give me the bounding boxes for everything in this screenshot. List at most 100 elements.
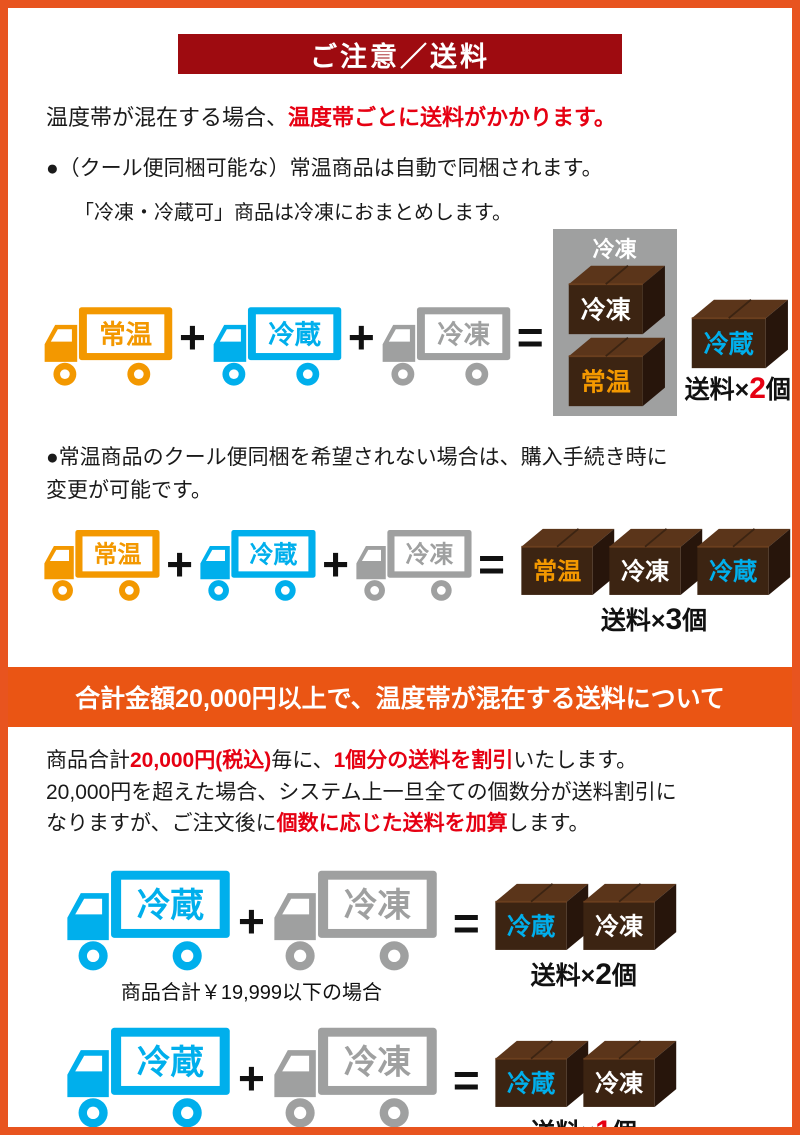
bullet-opt-out-line2: 変更が可能です。: [46, 478, 212, 502]
truck-chilled-icon: 冷蔵: [213, 307, 342, 386]
diagram-separate-shipping: 常温 + 冷蔵 + 冷凍 =: [42, 521, 792, 637]
bullet-opt-out-line1: ●常温商品のクール便同梱を希望されない場合は、購入手続き時に: [46, 446, 668, 469]
equals-icon: =: [452, 896, 480, 949]
shipping-prefix: 送料×: [684, 376, 750, 404]
box-chilled-icon: 冷蔵: [697, 528, 791, 596]
intro-highlight: 温度帯ごとに送料がかかります。: [288, 105, 616, 130]
box-frozen-icon: 冷凍: [583, 1039, 676, 1107]
box-normal-temp-icon: 常温: [521, 528, 615, 596]
page-title-bar: ご注意／送料: [178, 34, 622, 74]
result-discounted-shipment: 冷蔵 冷凍 送料×1個 ※1個分のみ送料割引: [490, 1037, 678, 1135]
shipping-count: 2: [749, 372, 766, 405]
equals-icon: =: [452, 1053, 480, 1106]
bullet-opt-out: ●常温商品のクール便同梱を希望されない場合は、購入手続き時に 変更が可能です。: [46, 442, 754, 507]
truck-label: 冷蔵: [137, 886, 205, 924]
box-label: 冷凍: [580, 295, 630, 324]
shipping-suffix: 個: [611, 1118, 637, 1135]
section-banner: 合計金額20,000円以上で、温度帯が混在する送料について: [8, 667, 792, 728]
truck-frozen-icon: 冷凍: [274, 870, 437, 970]
plus-icon: +: [238, 1051, 265, 1104]
plus-icon: +: [347, 311, 375, 363]
result-two-shipments: 冷蔵 冷凍 送料×2個: [490, 880, 678, 992]
page-title: ご注意／送料: [310, 41, 490, 72]
bullet-auto-consolidation: ●（クール便同梱可能な）常温商品は自動で同梱されます。: [46, 157, 603, 180]
truck-group: 冷蔵 + 冷凍 商品合計￥20,000〜￥39,999の場合: [64, 1023, 439, 1127]
box-label: 冷蔵: [507, 1069, 555, 1097]
truck-label: 常温: [94, 542, 142, 569]
box-label: 冷凍: [595, 912, 644, 940]
shipping-prefix: 送料×: [530, 961, 596, 990]
box-frozen-icon: 冷凍: [583, 882, 676, 950]
shipping-cost: 送料×3個: [601, 601, 707, 637]
result-three-shipments: 常温 冷凍 冷蔵 送料×3個: [516, 525, 792, 637]
box-label: 冷凍: [621, 558, 670, 586]
intro-text: 温度帯が混在する場合、温度帯ごとに送料がかかります。: [46, 100, 792, 132]
shipping-count: 3: [665, 603, 683, 637]
box-label: 常温: [580, 368, 630, 396]
box-chilled-icon: 冷蔵: [495, 882, 588, 950]
shipping-cost: 送料×2個: [531, 956, 637, 992]
text-segment: 20,000円(税込): [130, 749, 272, 773]
equals-icon: =: [516, 311, 544, 363]
boxes-row: 冷蔵 冷凍: [490, 880, 678, 952]
box-label: 冷蔵: [704, 329, 754, 358]
truck-label: 常温: [99, 319, 152, 349]
truck-frozen-icon: 冷凍: [274, 1027, 437, 1127]
truck-label: 冷凍: [344, 1043, 412, 1081]
text-segment: します。: [507, 812, 590, 836]
text-segment: 毎に、: [271, 749, 334, 773]
equals-icon: =: [478, 538, 505, 591]
shipping-suffix: 個: [611, 961, 637, 990]
text-segment: 商品合計: [46, 749, 130, 773]
shipping-suffix: 個: [765, 376, 791, 404]
truck-label: 冷凍: [437, 319, 490, 349]
box-label: 冷蔵: [709, 558, 757, 586]
truck-chilled-icon: 冷蔵: [67, 870, 230, 970]
truck-label: 冷蔵: [137, 1043, 205, 1081]
shipping-count: 1: [595, 1114, 612, 1135]
truck-label: 冷凍: [406, 541, 454, 569]
truck-normal-temp-icon: 常温: [44, 530, 160, 601]
discount-explanation: 商品合計20,000円(税込)毎に、1個分の送料を割引いたします。 20,000…: [46, 745, 792, 840]
text-segment: なりますが、ご注文後に: [46, 812, 277, 836]
text-segment: 個数に応じた送料を加算: [276, 812, 508, 836]
box-label: 常温: [533, 559, 581, 586]
shipping-prefix: 送料×: [600, 607, 666, 636]
intro-normal: 温度帯が混在する場合、: [46, 105, 289, 130]
box-label: 冷凍: [595, 1069, 644, 1097]
shipping-count: 2: [595, 957, 612, 991]
plus-icon: +: [179, 311, 206, 363]
truck-label: 冷蔵: [268, 319, 321, 349]
plus-icon: +: [322, 538, 349, 591]
boxes-row: 常温 冷凍 冷蔵: [516, 525, 792, 597]
box-frozen-icon: 冷凍: [609, 528, 703, 596]
shipping-cost: 送料×1個: [530, 1113, 637, 1135]
diagram-case-20000-39999: 冷蔵 + 冷凍 商品合計￥20,000〜￥39,999の場合 =: [64, 1023, 792, 1135]
case1-caption: 商品合計￥19,999以下の場合: [120, 981, 383, 1004]
frozen-cargo-panel: 冷凍 冷凍 常温: [552, 229, 677, 416]
truck-chilled-icon: 冷蔵: [200, 530, 316, 601]
truck-group: 冷蔵 + 冷凍 商品合計￥19,999以下の場合: [64, 866, 439, 1005]
discount-line-2: 20,000円を超えた場合、システム上一旦全ての個数分が送料割引に: [46, 780, 677, 804]
truck-frozen-icon: 冷凍: [356, 530, 472, 601]
shipping-prefix: 送料×: [530, 1118, 596, 1135]
discount-line-1: 商品合計20,000円(税込)毎に、1個分の送料を割引いたします。: [46, 745, 792, 777]
trucks-row: 冷蔵 + 冷凍: [64, 866, 439, 974]
box-frozen-icon: 冷凍: [568, 264, 665, 335]
result-extra-shipment: 冷蔵 送料×2個: [685, 296, 791, 406]
text-segment: 1個分の送料を割引: [333, 749, 514, 773]
plus-icon: +: [166, 538, 193, 591]
plus-icon: +: [238, 894, 265, 947]
note-frozen-consolidation: 「冷凍・冷蔵可」商品は冷凍におまとめします。: [74, 202, 512, 224]
trucks-row: 冷蔵 + 冷凍: [64, 1023, 439, 1127]
truck-normal-temp-icon: 常温: [44, 307, 173, 386]
shipping-suffix: 個: [682, 607, 708, 636]
box-normal-temp-icon: 常温: [568, 336, 665, 407]
truck-label: 冷凍: [344, 886, 412, 924]
panel-label: 冷凍: [592, 237, 637, 262]
diagram-auto-consolidation: 常温 + 冷蔵 + 冷凍 = 冷凍 冷凍: [42, 229, 792, 416]
truck-frozen-icon: 冷凍: [382, 307, 510, 386]
shipping-cost: 送料×2個: [685, 370, 791, 406]
boxes-row: 冷蔵 冷凍: [490, 1037, 678, 1109]
